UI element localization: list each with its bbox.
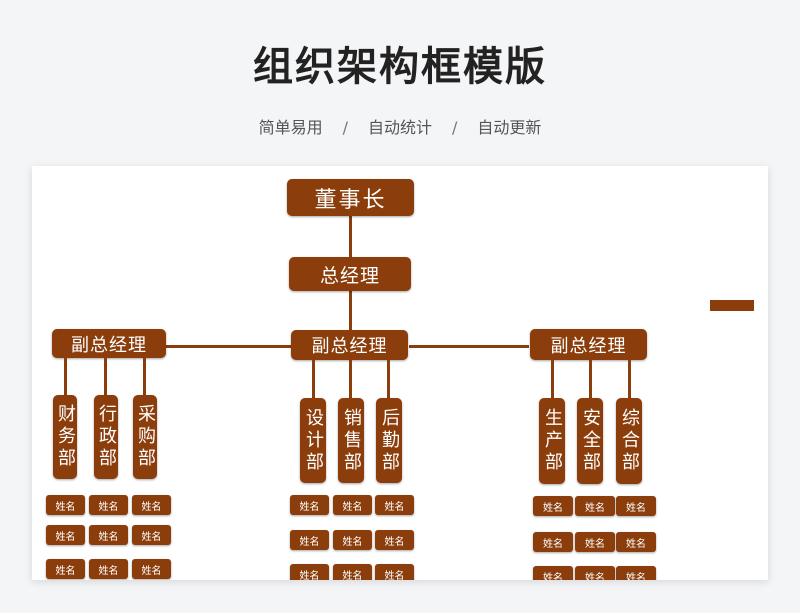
vp-box: 副总经理	[530, 329, 647, 360]
department-box: 设计部	[300, 398, 326, 483]
connector-line	[162, 345, 292, 348]
staff-name-box: 姓名	[375, 495, 414, 515]
page-subtitle: 简单易用 / 自动统计 / 自动更新	[0, 114, 800, 138]
staff-name-box: 姓名	[575, 532, 615, 552]
staff-name-box: 姓名	[46, 559, 85, 579]
staff-name-box: 姓名	[375, 530, 414, 550]
staff-name-box: 姓名	[533, 496, 573, 516]
connector-line	[349, 291, 352, 331]
staff-name-box: 姓名	[132, 525, 171, 545]
department-box: 安全部	[577, 398, 603, 484]
subtitle-separator: /	[452, 118, 458, 137]
staff-name-box: 姓名	[616, 532, 656, 552]
staff-name-box: 姓名	[333, 530, 372, 550]
connector-line	[104, 358, 107, 396]
vp-box: 副总经理	[52, 329, 166, 358]
staff-name-box: 姓名	[333, 495, 372, 515]
vp-box: 副总经理	[291, 330, 408, 360]
page-title: 组织架构框模版	[253, 44, 547, 90]
subtitle-item: 简单易用	[258, 118, 323, 137]
department-box: 后勤部	[376, 398, 402, 483]
department-box: 采购部	[133, 395, 157, 479]
staff-name-box: 姓名	[290, 530, 329, 550]
connector-line	[143, 358, 146, 396]
staff-name-box: 姓名	[616, 496, 656, 516]
department-box: 销售部	[338, 398, 364, 483]
staff-name-box: 姓名	[533, 532, 573, 552]
staff-name-box: 姓名	[333, 564, 372, 580]
staff-name-box: 姓名	[290, 495, 329, 515]
connector-line	[312, 360, 315, 400]
connector-line	[349, 215, 352, 258]
connector-line	[387, 360, 390, 400]
decorative-bar	[710, 300, 754, 311]
staff-name-box: 姓名	[89, 495, 128, 515]
department-box: 财务部	[53, 395, 77, 479]
staff-name-box: 姓名	[46, 495, 85, 515]
staff-name-box: 姓名	[575, 566, 615, 580]
department-box: 综合部	[616, 398, 642, 484]
subtitle-item: 自动统计	[367, 118, 432, 137]
connector-line	[349, 360, 352, 400]
connector-line	[409, 345, 529, 348]
chairman-box: 董事长	[287, 179, 414, 216]
department-box: 行政部	[94, 395, 118, 479]
department-box: 生产部	[539, 398, 565, 484]
staff-name-box: 姓名	[132, 559, 171, 579]
subtitle-separator: /	[342, 118, 348, 137]
connector-line	[64, 358, 67, 396]
staff-name-box: 姓名	[89, 559, 128, 579]
staff-name-box: 姓名	[132, 495, 171, 515]
connector-line	[551, 360, 554, 400]
staff-name-box: 姓名	[290, 564, 329, 580]
staff-name-box: 姓名	[575, 496, 615, 516]
connector-line	[628, 360, 631, 400]
subtitle-item: 自动更新	[477, 118, 542, 137]
staff-name-box: 姓名	[375, 564, 414, 580]
connector-line	[589, 360, 592, 400]
staff-name-box: 姓名	[89, 525, 128, 545]
staff-name-box: 姓名	[533, 566, 573, 580]
staff-name-box: 姓名	[616, 566, 656, 580]
org-chart-sheet: 董事长 总经理 副总经理 财务部 行政部 采购部 副总经理 设计部 销售部 后勤…	[32, 166, 768, 580]
staff-name-box: 姓名	[46, 525, 85, 545]
gm-box: 总经理	[289, 257, 411, 291]
